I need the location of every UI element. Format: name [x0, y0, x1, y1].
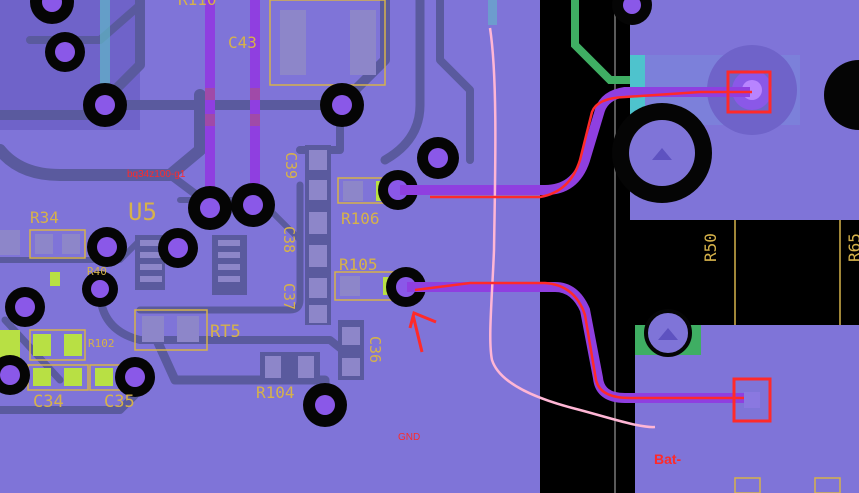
silk-r40: R40: [87, 265, 107, 278]
pad-bottom-inner: [744, 392, 760, 408]
green-trace: [571, 0, 640, 84]
silk-r110: R110: [178, 0, 217, 9]
ic-part-label: bq34z100-g1: [127, 169, 186, 180]
silk-pad-a: [734, 477, 761, 493]
silk-pad-b: [814, 477, 841, 493]
purple-traces: [205, 0, 260, 200]
silk-r34: R34: [30, 208, 59, 227]
via: [0, 355, 30, 395]
annotation-box-top: [726, 70, 772, 114]
silk-c39: C39: [282, 152, 300, 179]
via: [320, 83, 364, 127]
annotation-red-lines: [414, 90, 752, 400]
via: [417, 137, 459, 179]
silk-c34: C34: [33, 392, 64, 412]
edge-via-black: [824, 60, 859, 130]
cyan-trace-top: [488, 0, 497, 25]
silk-c38: C38: [280, 226, 298, 253]
via: [231, 183, 275, 227]
via: [115, 357, 155, 397]
via: [82, 271, 118, 307]
silk-r105: R105: [339, 255, 378, 274]
top-via-ring: [623, 0, 641, 14]
silk-r106: R106: [341, 209, 380, 228]
bat-neg-label: Bat-: [654, 451, 682, 467]
vias: [0, 0, 459, 427]
mounting-hole-mid: [612, 103, 712, 203]
annotation-pink-curve: [488, 27, 656, 429]
silk-rt5: RT5: [210, 322, 241, 342]
right-pour-bottom: [635, 325, 859, 493]
via: [158, 228, 198, 268]
via: [303, 383, 347, 427]
via: [45, 32, 85, 72]
via: [188, 186, 232, 230]
silk-c37: C37: [280, 283, 298, 310]
silk-r65: R65: [845, 233, 859, 262]
cyan-trace-left: [100, 0, 110, 100]
via: [30, 0, 74, 24]
silk-c43: C43: [228, 33, 257, 52]
via: [87, 227, 127, 267]
silk-r102: R102: [88, 337, 115, 350]
silk-c36: C36: [366, 336, 384, 363]
mounting-hole-small: [644, 309, 692, 357]
gnd-label: GND: [398, 432, 420, 443]
silk-c35: C35: [104, 392, 135, 412]
via: [5, 287, 45, 327]
silk-u5: U5: [128, 198, 157, 226]
via: [83, 83, 127, 127]
component-pads: [0, 0, 396, 391]
silk-r104: R104: [256, 383, 295, 402]
silk-r50: R50: [701, 233, 720, 262]
annotation-box-bottom: [732, 377, 772, 423]
annotation-arrow: [408, 310, 437, 353]
